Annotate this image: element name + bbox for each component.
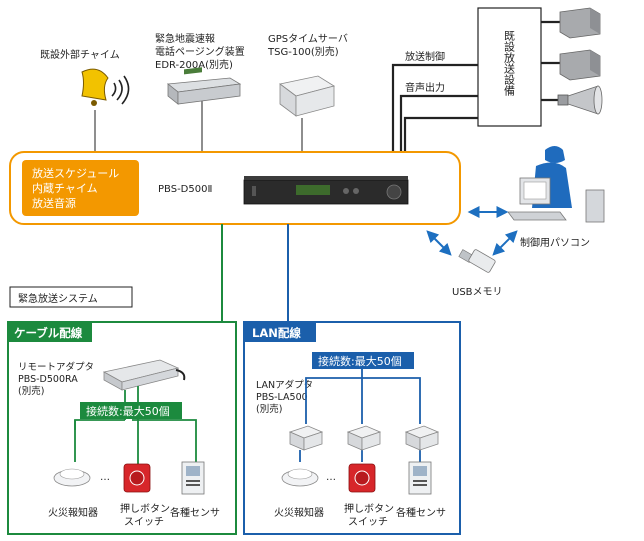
lan-connection-label: 接続数:最大50個	[318, 354, 402, 368]
lan-device-label: スイッチ	[348, 516, 388, 528]
main-unit-device-icon	[243, 176, 409, 205]
control-line-label: 放送制御	[405, 50, 445, 63]
chime-label: 既設外部チャイム	[40, 48, 120, 61]
emergency-title-box	[9, 286, 133, 308]
cable-connection-box	[80, 402, 182, 419]
usb-memory-icon	[458, 249, 496, 273]
feature-item: 内蔵チャイム	[32, 181, 98, 195]
bell-icon	[81, 68, 130, 106]
lan-tree-lines	[299, 369, 421, 462]
eew-label-line3: EDR-200A(別売)	[155, 58, 233, 71]
eew-device-icon	[166, 67, 242, 105]
connector-line	[74, 419, 125, 430]
cable-device-label: スイッチ	[124, 516, 164, 528]
push-button-icon	[348, 463, 376, 493]
existing-system-lines	[391, 20, 560, 152]
lan-adapter-line2: PBS-LA500	[256, 392, 308, 403]
data-flow-arrows	[426, 206, 518, 256]
audio-line-label: 音声出力	[405, 81, 445, 94]
feature-item: 放送スケジュール	[32, 166, 119, 180]
lan-adapter-line3: (別売)	[256, 403, 282, 415]
lan-wiring-title: LAN配線	[252, 326, 301, 340]
connection-lines-top	[94, 100, 303, 152]
sensor-icon	[408, 461, 432, 495]
lan-adapter-icon	[346, 425, 382, 451]
horn-speaker-icon	[557, 85, 603, 115]
connector-line	[403, 116, 478, 152]
existing-broadcast-equipment: 既設放送設備	[477, 7, 542, 127]
connector-line	[132, 419, 197, 462]
lan-device-label: 各種センサ	[396, 506, 446, 519]
gps-label-line1: GPSタイムサーバ	[268, 33, 348, 45]
cable-wiring-panel	[7, 321, 237, 535]
connector-line	[426, 230, 452, 256]
eew-label-line2: 電話ページング装置	[155, 45, 245, 58]
pc-icon	[507, 146, 605, 223]
cable-connection-label: 接続数:最大50個	[86, 404, 170, 418]
connector-line	[492, 230, 518, 256]
push-button-icon	[123, 463, 151, 493]
lan-adapter-line1: LANアダプタ	[256, 379, 313, 391]
connector-line	[305, 377, 421, 424]
cable-adapter-line2: PBS-D500RA	[18, 374, 78, 385]
cable-tree-lines	[74, 386, 197, 466]
cable-ellipsis: …	[100, 472, 110, 483]
main-unit-label: PBS-D500Ⅱ	[158, 184, 212, 195]
smoke-detector-icon	[53, 468, 91, 487]
cable-device-label: 各種センサ	[170, 506, 220, 519]
speaker-box-icon	[559, 49, 601, 81]
connector-line	[391, 63, 478, 152]
lan-connection-box	[312, 352, 414, 369]
cable-wiring-title: ケーブル配線	[14, 326, 83, 340]
cable-device-label: 火災報知器	[48, 506, 98, 519]
feature-item: 放送音源	[32, 196, 76, 210]
usb-label: USBメモリ	[452, 287, 503, 298]
connector-line	[399, 94, 478, 152]
gps-server-icon	[279, 75, 335, 117]
lan-adapter-icon	[404, 425, 440, 451]
emergency-title: 緊急放送システム	[18, 292, 98, 305]
speaker-box-icon	[559, 7, 601, 39]
lan-wiring-panel	[243, 321, 461, 535]
lan-adapter-icon	[288, 425, 324, 451]
gps-label-line2: TSG-100(別売)	[267, 45, 339, 58]
smoke-detector-icon	[281, 468, 319, 487]
existing-system-title: 既設放送設備	[503, 30, 516, 97]
lan-ellipsis: …	[326, 472, 336, 483]
eew-label-line1: 緊急地震速報	[155, 32, 215, 45]
lan-wiring-title-box	[244, 322, 316, 342]
cable-adapter-line1: リモートアダプタ	[18, 361, 94, 373]
lan-device-label: 押しボタン	[344, 502, 394, 515]
cable-device-label: 押しボタン	[120, 502, 170, 515]
cable-wiring-title-box	[8, 322, 92, 342]
sensor-icon	[181, 461, 205, 495]
feature-box	[22, 160, 139, 216]
remote-adapter-icon	[102, 359, 186, 391]
cable-adapter-line3: (別売)	[18, 385, 44, 397]
lan-device-label: 火災報知器	[274, 506, 324, 519]
pc-label: 制御用パソコン	[520, 236, 590, 249]
